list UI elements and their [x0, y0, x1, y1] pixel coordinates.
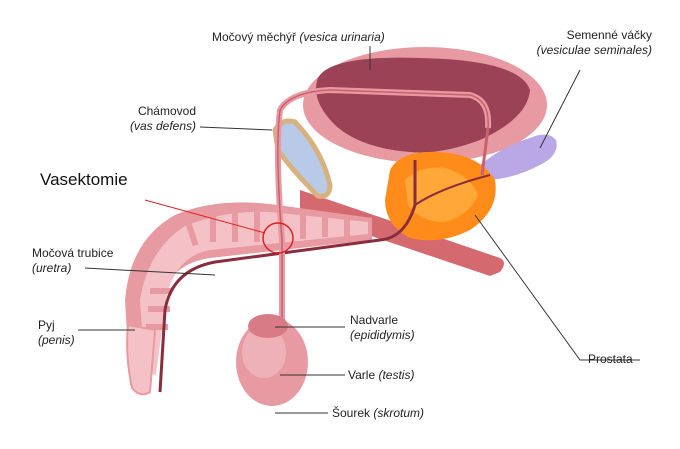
label-vasectomy: Vasektomie [40, 170, 128, 189]
label-seminal-name: Semenné váčky [566, 28, 652, 42]
urethra-line [158, 160, 417, 393]
label-penis-name: Pyj [38, 318, 55, 332]
label-bladder-name: Močový měchýř [212, 30, 297, 44]
label-testis-latin: (testis) [378, 368, 415, 382]
prostate-highlight [405, 167, 478, 222]
pubic-bone [272, 118, 333, 199]
label-urethra-name: Močová trubice [32, 246, 114, 260]
leader-urethra [84, 267, 216, 276]
leader-vas [199, 126, 273, 131]
label-penis-latin: (penis) [38, 333, 75, 347]
label-scrotum-name: Šourek [332, 406, 371, 420]
vas-deferens-core [277, 89, 489, 330]
glans [126, 323, 157, 396]
label-seminal: Semenné váčky (vesiculae seminales) [537, 28, 652, 58]
label-epididymis-name: Nadvarle [350, 313, 399, 327]
label-testis: Varle (testis) [348, 368, 414, 383]
label-scrotum-latin: (skrotum) [373, 406, 425, 420]
epididymis-shape [248, 314, 288, 338]
leader-vasectomy [144, 199, 266, 234]
penis-inner-body [140, 211, 368, 375]
leader-seminal [539, 69, 581, 149]
seminal-vesicle-shape [479, 134, 557, 180]
label-vas-name: Chámovod [137, 104, 196, 118]
label-epididymis-latin: (epididymis) [350, 328, 415, 342]
label-epididymis: Nadvarle (epididymis) [350, 313, 415, 343]
vasectomy-marker [262, 222, 294, 254]
label-urethra-latin: (uretra) [32, 261, 72, 275]
label-seminal-latin: (vesiculae seminales) [536, 43, 652, 57]
ejaculatory-duct [414, 174, 491, 206]
penis-ridges [146, 210, 350, 330]
testis-highlight [242, 326, 286, 378]
label-vas-latin: (vas defens) [129, 119, 196, 133]
label-prostate: Prostata [588, 352, 633, 366]
label-scrotum: Šourek (skrotum) [332, 406, 424, 421]
label-bladder: Močový měchýř (vesica urinaria) [212, 30, 385, 45]
seminal-duct [480, 127, 490, 176]
label-testis-name: Varle [348, 368, 376, 382]
label-bladder-latin: (vesica urinaria) [299, 30, 385, 44]
leader-prostate [474, 214, 640, 361]
label-urethra: Močová trubice (uretra) [32, 246, 113, 276]
leader-lines [78, 46, 640, 414]
label-vas: Chámovod (vas defens) [130, 104, 196, 134]
label-penis: Pyj (penis) [38, 318, 75, 348]
bladder-inner [316, 57, 530, 153]
